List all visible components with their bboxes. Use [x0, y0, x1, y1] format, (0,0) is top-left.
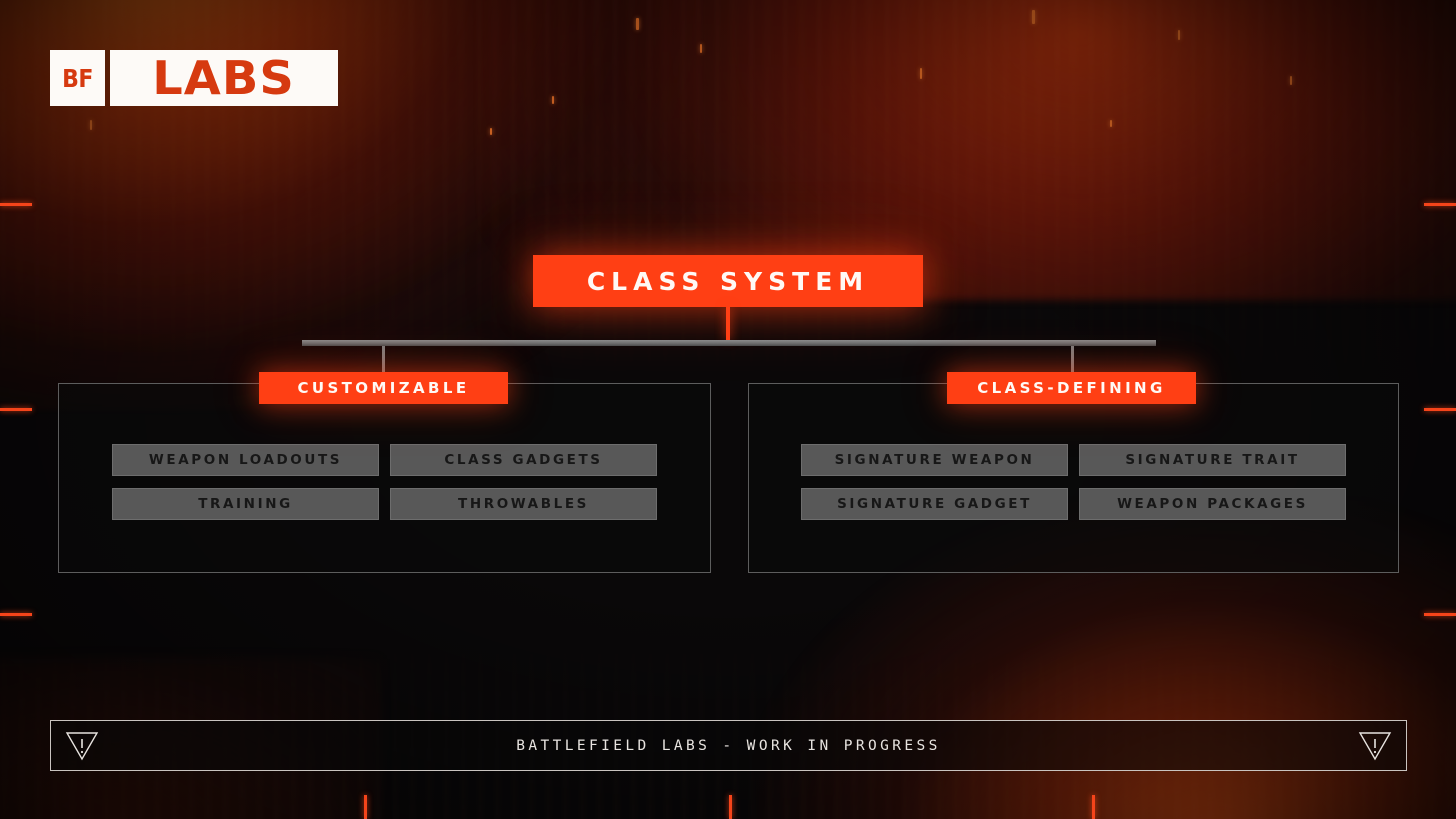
- footer-bar: BATTLEFIELD LABS - WORK IN PROGRESS: [50, 720, 1407, 771]
- chip-label: CLASS GADGETS: [444, 452, 603, 468]
- logo-wordmark-text: LABS: [152, 51, 296, 105]
- chip-label: SIGNATURE GADGET: [837, 496, 1032, 512]
- edge-tick-right: [1424, 613, 1456, 616]
- root-node-class-system: CLASS SYSTEM: [533, 255, 923, 307]
- footer-status-text: BATTLEFIELD LABS - WORK IN PROGRESS: [516, 737, 941, 754]
- category-label-customizable: CUSTOMIZABLE: [259, 372, 508, 404]
- chip-label: SIGNATURE WEAPON: [834, 452, 1035, 468]
- chip-weapon-loadouts[interactable]: WEAPON LOADOUTS: [112, 444, 379, 476]
- category-label-text: CUSTOMIZABLE: [297, 379, 470, 397]
- edge-tick-bottom: [729, 795, 732, 819]
- edge-tick-bottom: [1092, 795, 1095, 819]
- logo-mark-text: BF: [62, 63, 93, 93]
- chip-signature-trait[interactable]: SIGNATURE TRAIT: [1079, 444, 1346, 476]
- chip-signature-weapon[interactable]: SIGNATURE WEAPON: [801, 444, 1068, 476]
- chip-signature-gadget[interactable]: SIGNATURE GADGET: [801, 488, 1068, 520]
- connector-drop-class-defining: [1071, 346, 1074, 375]
- chip-weapon-packages[interactable]: WEAPON PACKAGES: [1079, 488, 1346, 520]
- panel-class-defining: SIGNATURE WEAPON SIGNATURE TRAIT SIGNATU…: [748, 383, 1399, 573]
- edge-tick-left: [0, 408, 32, 411]
- root-node-label: CLASS SYSTEM: [586, 266, 870, 296]
- panel-customizable: WEAPON LOADOUTS CLASS GADGETS TRAINING T…: [58, 383, 711, 573]
- brand-logo: BF LABS: [50, 50, 338, 106]
- warning-triangle-icon: [65, 731, 99, 760]
- chip-group-customizable: WEAPON LOADOUTS CLASS GADGETS TRAINING T…: [59, 444, 710, 520]
- warning-triangle-icon: [1358, 731, 1392, 760]
- bf-logo-icon: BF: [50, 50, 105, 106]
- category-label-class-defining: CLASS-DEFINING: [947, 372, 1196, 404]
- chip-label: WEAPON LOADOUTS: [148, 452, 343, 468]
- chip-training[interactable]: TRAINING: [112, 488, 379, 520]
- chip-label: TRAINING: [198, 496, 293, 512]
- labs-wordmark: LABS: [110, 50, 338, 106]
- chip-group-class-defining: SIGNATURE WEAPON SIGNATURE TRAIT SIGNATU…: [749, 444, 1398, 520]
- chip-throwables[interactable]: THROWABLES: [390, 488, 657, 520]
- chip-label: THROWABLES: [458, 496, 589, 512]
- edge-tick-left: [0, 203, 32, 206]
- connector-root-stem: [726, 307, 730, 340]
- category-label-text: CLASS-DEFINING: [977, 379, 1166, 397]
- chip-class-gadgets[interactable]: CLASS GADGETS: [390, 444, 657, 476]
- edge-tick-bottom: [364, 795, 367, 819]
- connector-drop-customizable: [382, 346, 385, 375]
- chip-label: SIGNATURE TRAIT: [1125, 452, 1300, 468]
- chip-label: WEAPON PACKAGES: [1117, 496, 1308, 512]
- edge-tick-left: [0, 613, 32, 616]
- connector-horizontal-bus: [302, 340, 1156, 346]
- edge-tick-right: [1424, 203, 1456, 206]
- edge-tick-right: [1424, 408, 1456, 411]
